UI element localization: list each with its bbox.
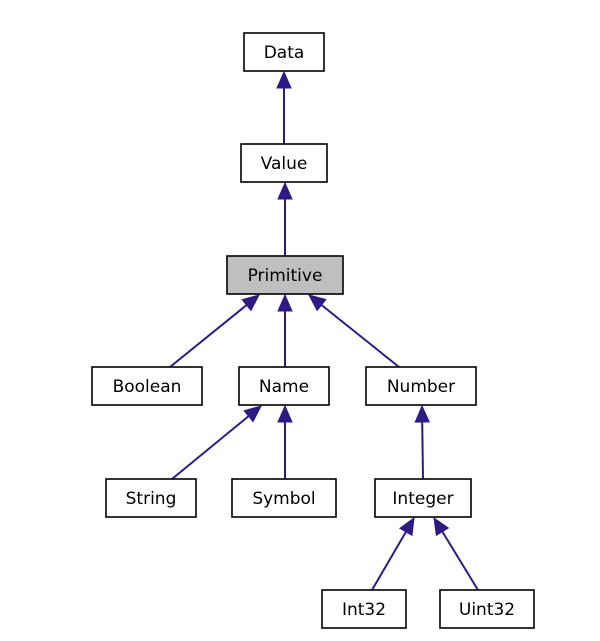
node-label: Value [261,154,308,174]
node-integer[interactable]: Integer [374,478,472,518]
edge-string-to-name [171,405,262,480]
node-box[interactable] [105,478,197,518]
node-value[interactable]: Value [240,143,328,183]
node-box[interactable] [91,366,203,406]
edge-primitive-to-value [277,181,293,256]
node-box[interactable] [226,255,344,295]
edge-line [171,415,250,480]
node-label: Primitive [248,266,323,286]
arrowhead [277,293,293,312]
edge-value-to-data [276,70,292,144]
node-string[interactable]: String [105,478,197,518]
arrowhead [276,70,292,89]
edge-number-to-primitive [308,294,400,368]
edge-name-to-primitive [277,293,293,367]
edge-boolean-to-primitive [169,294,260,368]
arrowhead [414,404,430,423]
node-int32[interactable]: Int32 [321,589,407,629]
node-label: String [126,489,177,509]
node-box[interactable] [240,143,328,183]
edge-symbol-to-name [277,404,293,479]
node-label: Uint32 [459,600,515,620]
edge-line [441,531,479,591]
edge-line [421,421,424,480]
node-label: Int32 [342,600,386,620]
node-box[interactable] [365,366,477,406]
node-box[interactable] [374,478,472,518]
edge-uint32-to-integer [433,516,479,591]
node-box[interactable] [321,589,407,629]
arrowhead [277,404,293,423]
arrowhead [433,516,450,537]
node-label: Number [387,377,455,397]
node-uint32[interactable]: Uint32 [439,589,535,629]
arrowhead [241,294,260,312]
node-box[interactable] [238,366,330,406]
node-number[interactable]: Number [365,366,477,406]
node-box[interactable] [243,32,325,72]
node-label: Integer [392,489,453,509]
node-symbol[interactable]: Symbol [231,478,337,518]
arrowhead [243,405,262,423]
arrowhead [277,181,293,200]
node-label: Name [259,377,309,397]
edge-line [169,304,248,368]
edge-line [320,304,400,368]
node-label: Boolean [113,377,182,397]
edge-int32-to-integer [371,516,415,591]
node-box[interactable] [439,589,535,629]
node-box[interactable] [231,478,337,518]
node-name[interactable]: Name [238,366,330,406]
node-boolean[interactable]: Boolean [91,366,203,406]
node-primitive[interactable]: Primitive [226,255,344,295]
arrowhead [308,294,327,312]
edges-layer [169,70,479,591]
edge-integer-to-number [414,404,430,480]
node-data[interactable]: Data [243,32,325,72]
edge-line [371,531,407,591]
arrowhead [398,516,415,537]
node-label: Symbol [252,489,315,509]
node-label: Data [264,43,305,63]
